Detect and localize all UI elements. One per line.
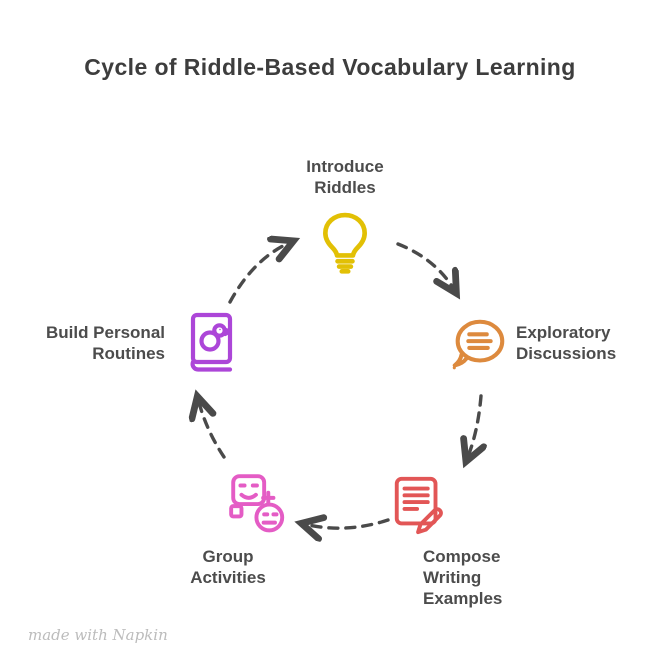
node-label-left-line2: Routines [92, 344, 165, 363]
node-label-top: Introduce Riddles [245, 156, 445, 198]
speech-bubble-icon [448, 314, 510, 376]
node-label-left: Build Personal Routines [18, 322, 165, 364]
group-chat-icon [226, 469, 292, 535]
node-label-bottom-right-line1: Compose [423, 547, 501, 566]
arrow-bottom-left-to-left [198, 399, 226, 459]
node-label-bottom-left-line1: Group [202, 547, 254, 566]
document-pencil-icon [389, 474, 451, 536]
node-label-right-line1: Exploratory [516, 323, 611, 342]
watermark: made with Napkin [28, 626, 168, 644]
arrow-top-to-right [396, 242, 455, 291]
node-label-bottom-right-line3: Examples [423, 589, 503, 608]
node-label-top-line2: Riddles [314, 178, 376, 197]
lightbulb-icon [311, 206, 379, 274]
node-label-right: Exploratory Discussions [516, 322, 656, 364]
node-label-right-line2: Discussions [516, 344, 617, 363]
page-title: Cycle of Riddle-Based Vocabulary Learnin… [84, 54, 576, 80]
node-label-bottom-left-line2: Activities [190, 568, 266, 587]
node-label-bottom-right: Compose Writing Examples [423, 546, 563, 609]
arrow-right-to-bottom-right [467, 394, 481, 459]
node-label-top-line1: Introduce [306, 157, 384, 176]
node-label-left-line1: Build Personal [45, 323, 165, 342]
node-label-bottom-right-line2: Writing [423, 568, 482, 587]
storybook-icon [180, 310, 244, 376]
arrow-left-to-top [228, 242, 291, 304]
node-label-bottom-left: Group Activities [158, 546, 298, 588]
arrow-bottom-right-to-bottom-left [304, 520, 390, 528]
